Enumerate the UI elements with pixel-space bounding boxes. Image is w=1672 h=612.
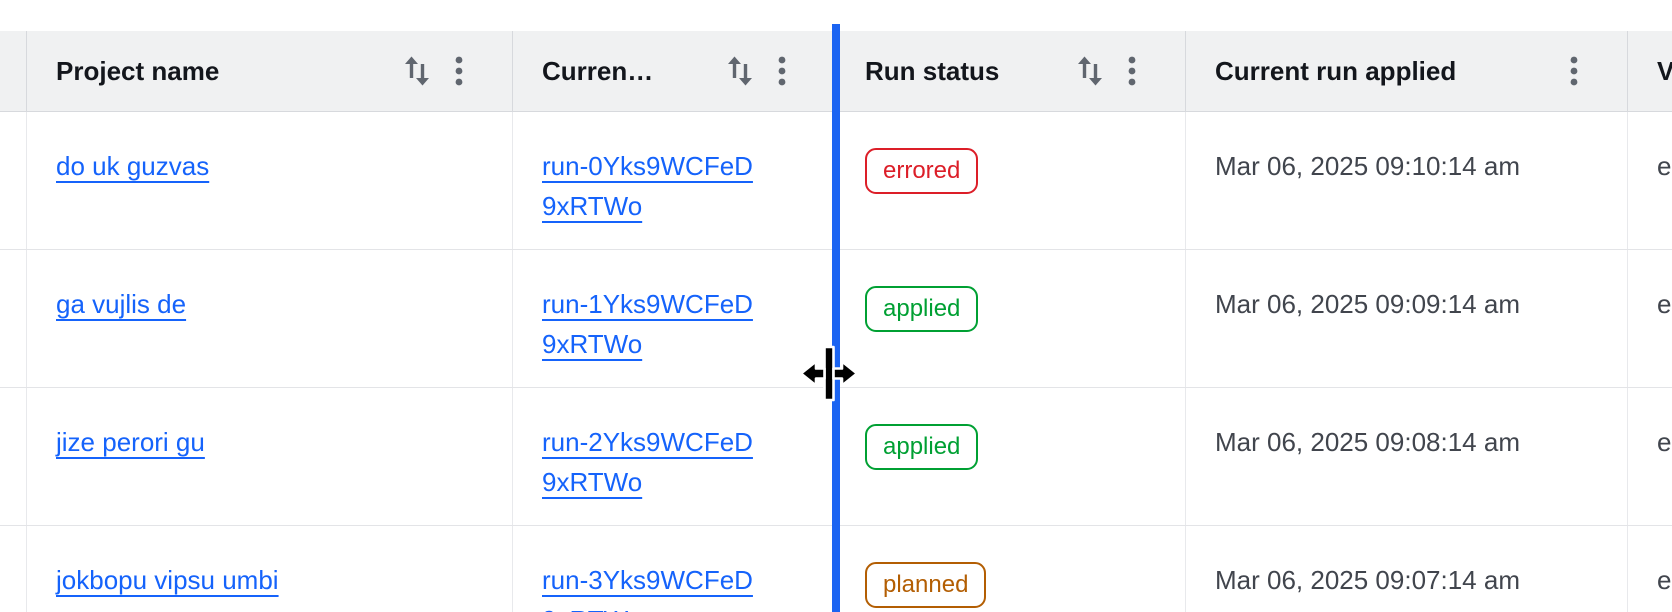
project-name-cell: jokbopu vipsu umbi [27, 526, 513, 612]
swap-vertical-icon [1078, 56, 1102, 86]
swap-vertical-icon [405, 56, 429, 86]
column-label: Project name [56, 55, 220, 86]
project-name-cell: jize perori gu [27, 388, 513, 525]
applied-date-cell: Mar 06, 2025 09:08:14 am [1186, 388, 1628, 525]
gutter-cell [0, 388, 27, 525]
kebab-menu-icon [455, 56, 463, 86]
project-link[interactable]: jize perori gu [56, 427, 205, 457]
column-header-current-run-applied: Current run applied [1186, 31, 1628, 111]
run-status-cell: errored [836, 112, 1186, 249]
current-run-cell: run-1Yks9WCFeD9xRTWo [513, 250, 836, 387]
sort-button[interactable] [1075, 53, 1105, 89]
applied-date-cell: Mar 06, 2025 09:10:14 am [1186, 112, 1628, 249]
column-label: Curren… [542, 55, 654, 86]
column-menu-button[interactable] [454, 53, 464, 89]
current-run-cell: run-3Yks9WCFeD9xRTWo [513, 526, 836, 612]
run-id-link[interactable]: run-2Yks9WCFeD9xRTWo [542, 427, 753, 497]
gutter-cell [0, 112, 27, 249]
status-badge: planned [865, 562, 987, 608]
run-status-cell: applied [836, 250, 1186, 387]
run-id-link[interactable]: run-1Yks9WCFeD9xRTWo [542, 289, 753, 359]
gutter-cell [0, 526, 27, 612]
run-id-link[interactable]: run-0Yks9WCFeD9xRTWo [542, 151, 753, 221]
gutter-cell [0, 250, 27, 387]
column-header-truncated: V [1628, 31, 1672, 111]
kebab-menu-icon [1570, 56, 1578, 86]
run-status-cell: planned [836, 526, 1186, 612]
truncated-cell: e [1657, 289, 1672, 319]
truncated-cell: e [1657, 151, 1672, 181]
kebab-menu-icon [778, 56, 786, 86]
swap-vertical-icon [728, 56, 752, 86]
project-link[interactable]: jokbopu vipsu umbi [56, 565, 279, 595]
project-link[interactable]: do uk guzvas [56, 151, 210, 181]
current-run-cell: run-2Yks9WCFeD9xRTWo [513, 388, 836, 525]
column-header-run-status: Run status [836, 31, 1186, 111]
applied-date-cell: Mar 06, 2025 09:07:14 am [1186, 526, 1628, 612]
run-status-cell: applied [836, 388, 1186, 525]
column-menu-button[interactable] [1569, 53, 1579, 89]
sort-button[interactable] [725, 53, 755, 89]
truncated-cell: e [1657, 565, 1672, 595]
column-header-current-run: Curren… [513, 31, 836, 111]
project-link[interactable]: ga vujlis de [56, 289, 187, 319]
column-menu-button[interactable] [777, 53, 787, 89]
status-badge: applied [865, 286, 979, 332]
kebab-menu-icon [1128, 56, 1136, 86]
project-name-cell: do uk guzvas [27, 112, 513, 249]
applied-date-cell: Mar 06, 2025 09:09:14 am [1186, 250, 1628, 387]
gutter-header-cell [0, 31, 27, 111]
column-label: Run status [865, 55, 1000, 86]
column-label: V [1657, 55, 1672, 86]
column-resize-indicator[interactable] [832, 24, 840, 612]
column-label: Current run applied [1215, 55, 1457, 86]
column-menu-button[interactable] [1127, 53, 1137, 89]
sort-button[interactable] [402, 53, 432, 89]
column-header-project-name: Project name [27, 31, 513, 111]
current-run-cell: run-0Yks9WCFeD9xRTWo [513, 112, 836, 249]
run-id-link[interactable]: run-3Yks9WCFeD9xRTWo [542, 565, 753, 612]
project-name-cell: ga vujlis de [27, 250, 513, 387]
truncated-cell: e [1657, 427, 1672, 457]
status-badge: errored [865, 148, 979, 194]
status-badge: applied [865, 424, 979, 470]
